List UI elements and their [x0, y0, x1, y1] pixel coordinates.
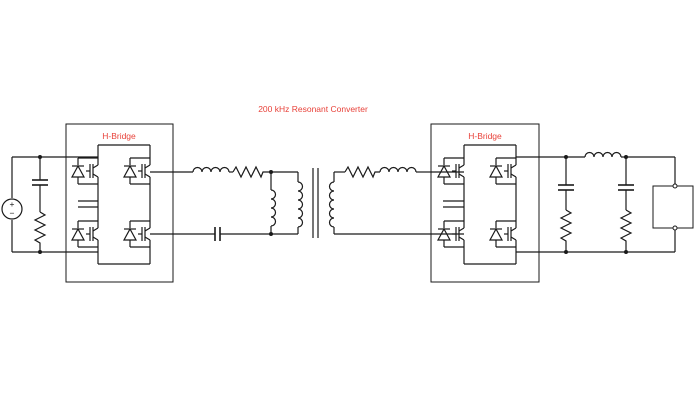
output-capacitor-1-icon: [558, 157, 574, 210]
secondary-series: [334, 165, 431, 235]
resonant-tank: [173, 165, 277, 241]
output-capacitor-2-icon: [618, 157, 634, 210]
output-resistor-1-icon: [559, 209, 573, 252]
primary-h-bridge: H-Bridge: [65, 123, 174, 283]
secondary-inductor-icon: [379, 166, 417, 173]
resonant-resistor-icon: [232, 165, 271, 179]
output-inductor-icon: [584, 151, 622, 158]
secondary-h-bridge: H-Bridge: [430, 123, 540, 283]
secondary-resistor-icon: [344, 165, 380, 179]
diagram-title: 200 kHz Resonant Converter: [258, 104, 368, 114]
resonant-capacitor-icon: [214, 227, 221, 241]
secondary-h-bridge-label: H-Bridge: [468, 131, 502, 141]
source-plus: +: [10, 199, 15, 209]
resonant-inductor-icon: [192, 166, 230, 173]
output-filter: [539, 151, 694, 254]
load-block-icon: [652, 157, 694, 252]
dc-source-section: + −: [1, 155, 66, 254]
primary-h-bridge-label: H-Bridge: [102, 131, 136, 141]
transformer-icon: [271, 168, 335, 238]
magnetizing-inductor-icon: [270, 189, 277, 227]
output-resistor-2-icon: [619, 209, 633, 252]
dc-source-icon: + −: [1, 198, 23, 220]
source-minus: −: [10, 208, 15, 218]
input-capacitor-icon: [32, 157, 48, 212]
input-resistor-icon: [33, 211, 47, 252]
